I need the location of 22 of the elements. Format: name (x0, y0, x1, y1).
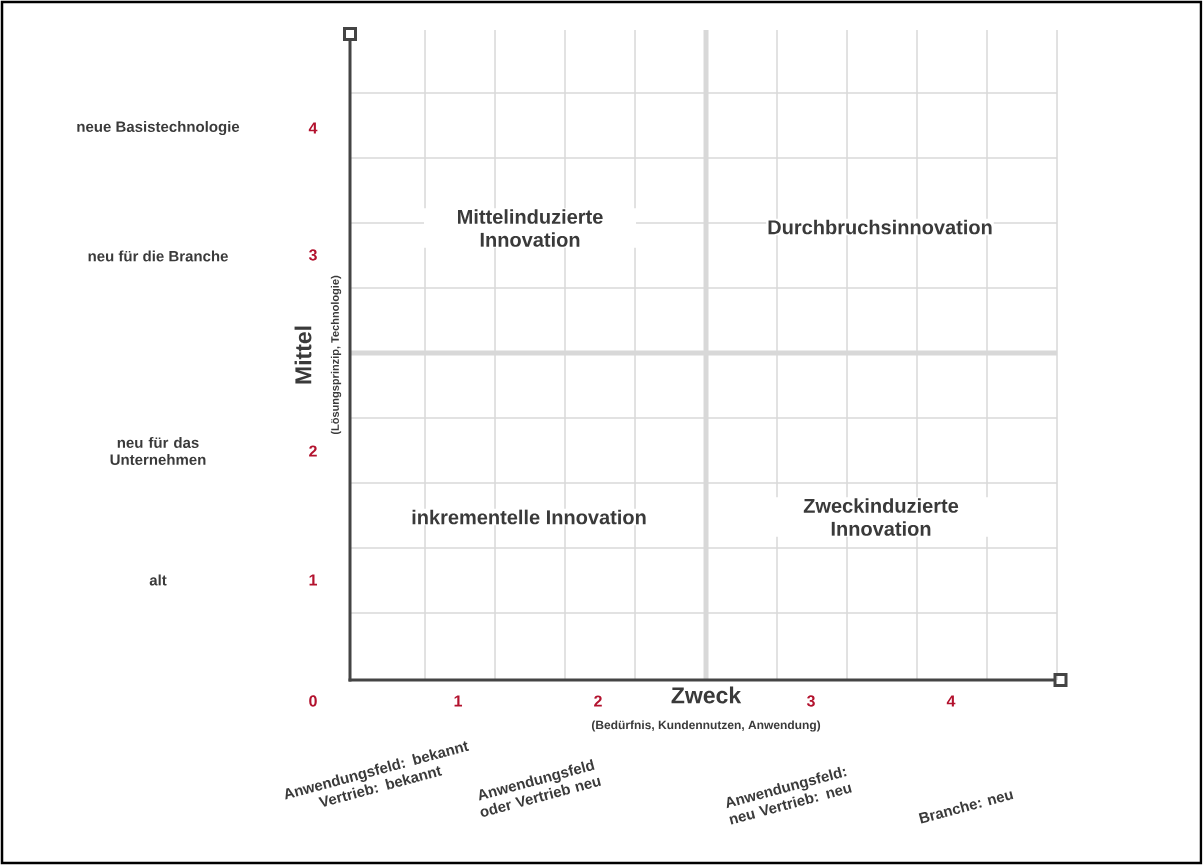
axis-subtitle: (Bedürfnis, Kundennutzen, Anwendung) (591, 720, 821, 732)
tick-label: 4 (308, 122, 318, 134)
quadrant-label: inkrementelle Innovation (410, 508, 648, 526)
category-label: alt (149, 574, 167, 586)
quadrant-label: Durchbruchsinnovation (766, 218, 994, 236)
quadrant-label: Zweckinduzierte Innovation (765, 497, 997, 537)
category-label: neu für die Branche (88, 250, 228, 262)
tick-label: 2 (309, 445, 317, 457)
tick-label: 1 (309, 574, 317, 586)
tick-label: 0 (309, 695, 317, 707)
tick-label: 2 (594, 695, 602, 707)
axis-title: Zweck (671, 686, 742, 704)
tick-label: 1 (454, 695, 462, 707)
quadrant-label: Mittelinduzierte Innovation (424, 208, 636, 248)
axis-subtitle: (Lösungsprinzip, Technologie) (330, 275, 342, 435)
tick-label: 3 (308, 249, 317, 261)
tick-label: 4 (946, 695, 956, 707)
tick-label: 3 (806, 695, 815, 707)
category-label: neu für das Unternehmen (110, 437, 206, 465)
category-label: Branche: neu (918, 791, 1014, 824)
axis-title: Mittel (294, 326, 312, 384)
category-label: neue Basistechnologie (77, 121, 240, 136)
